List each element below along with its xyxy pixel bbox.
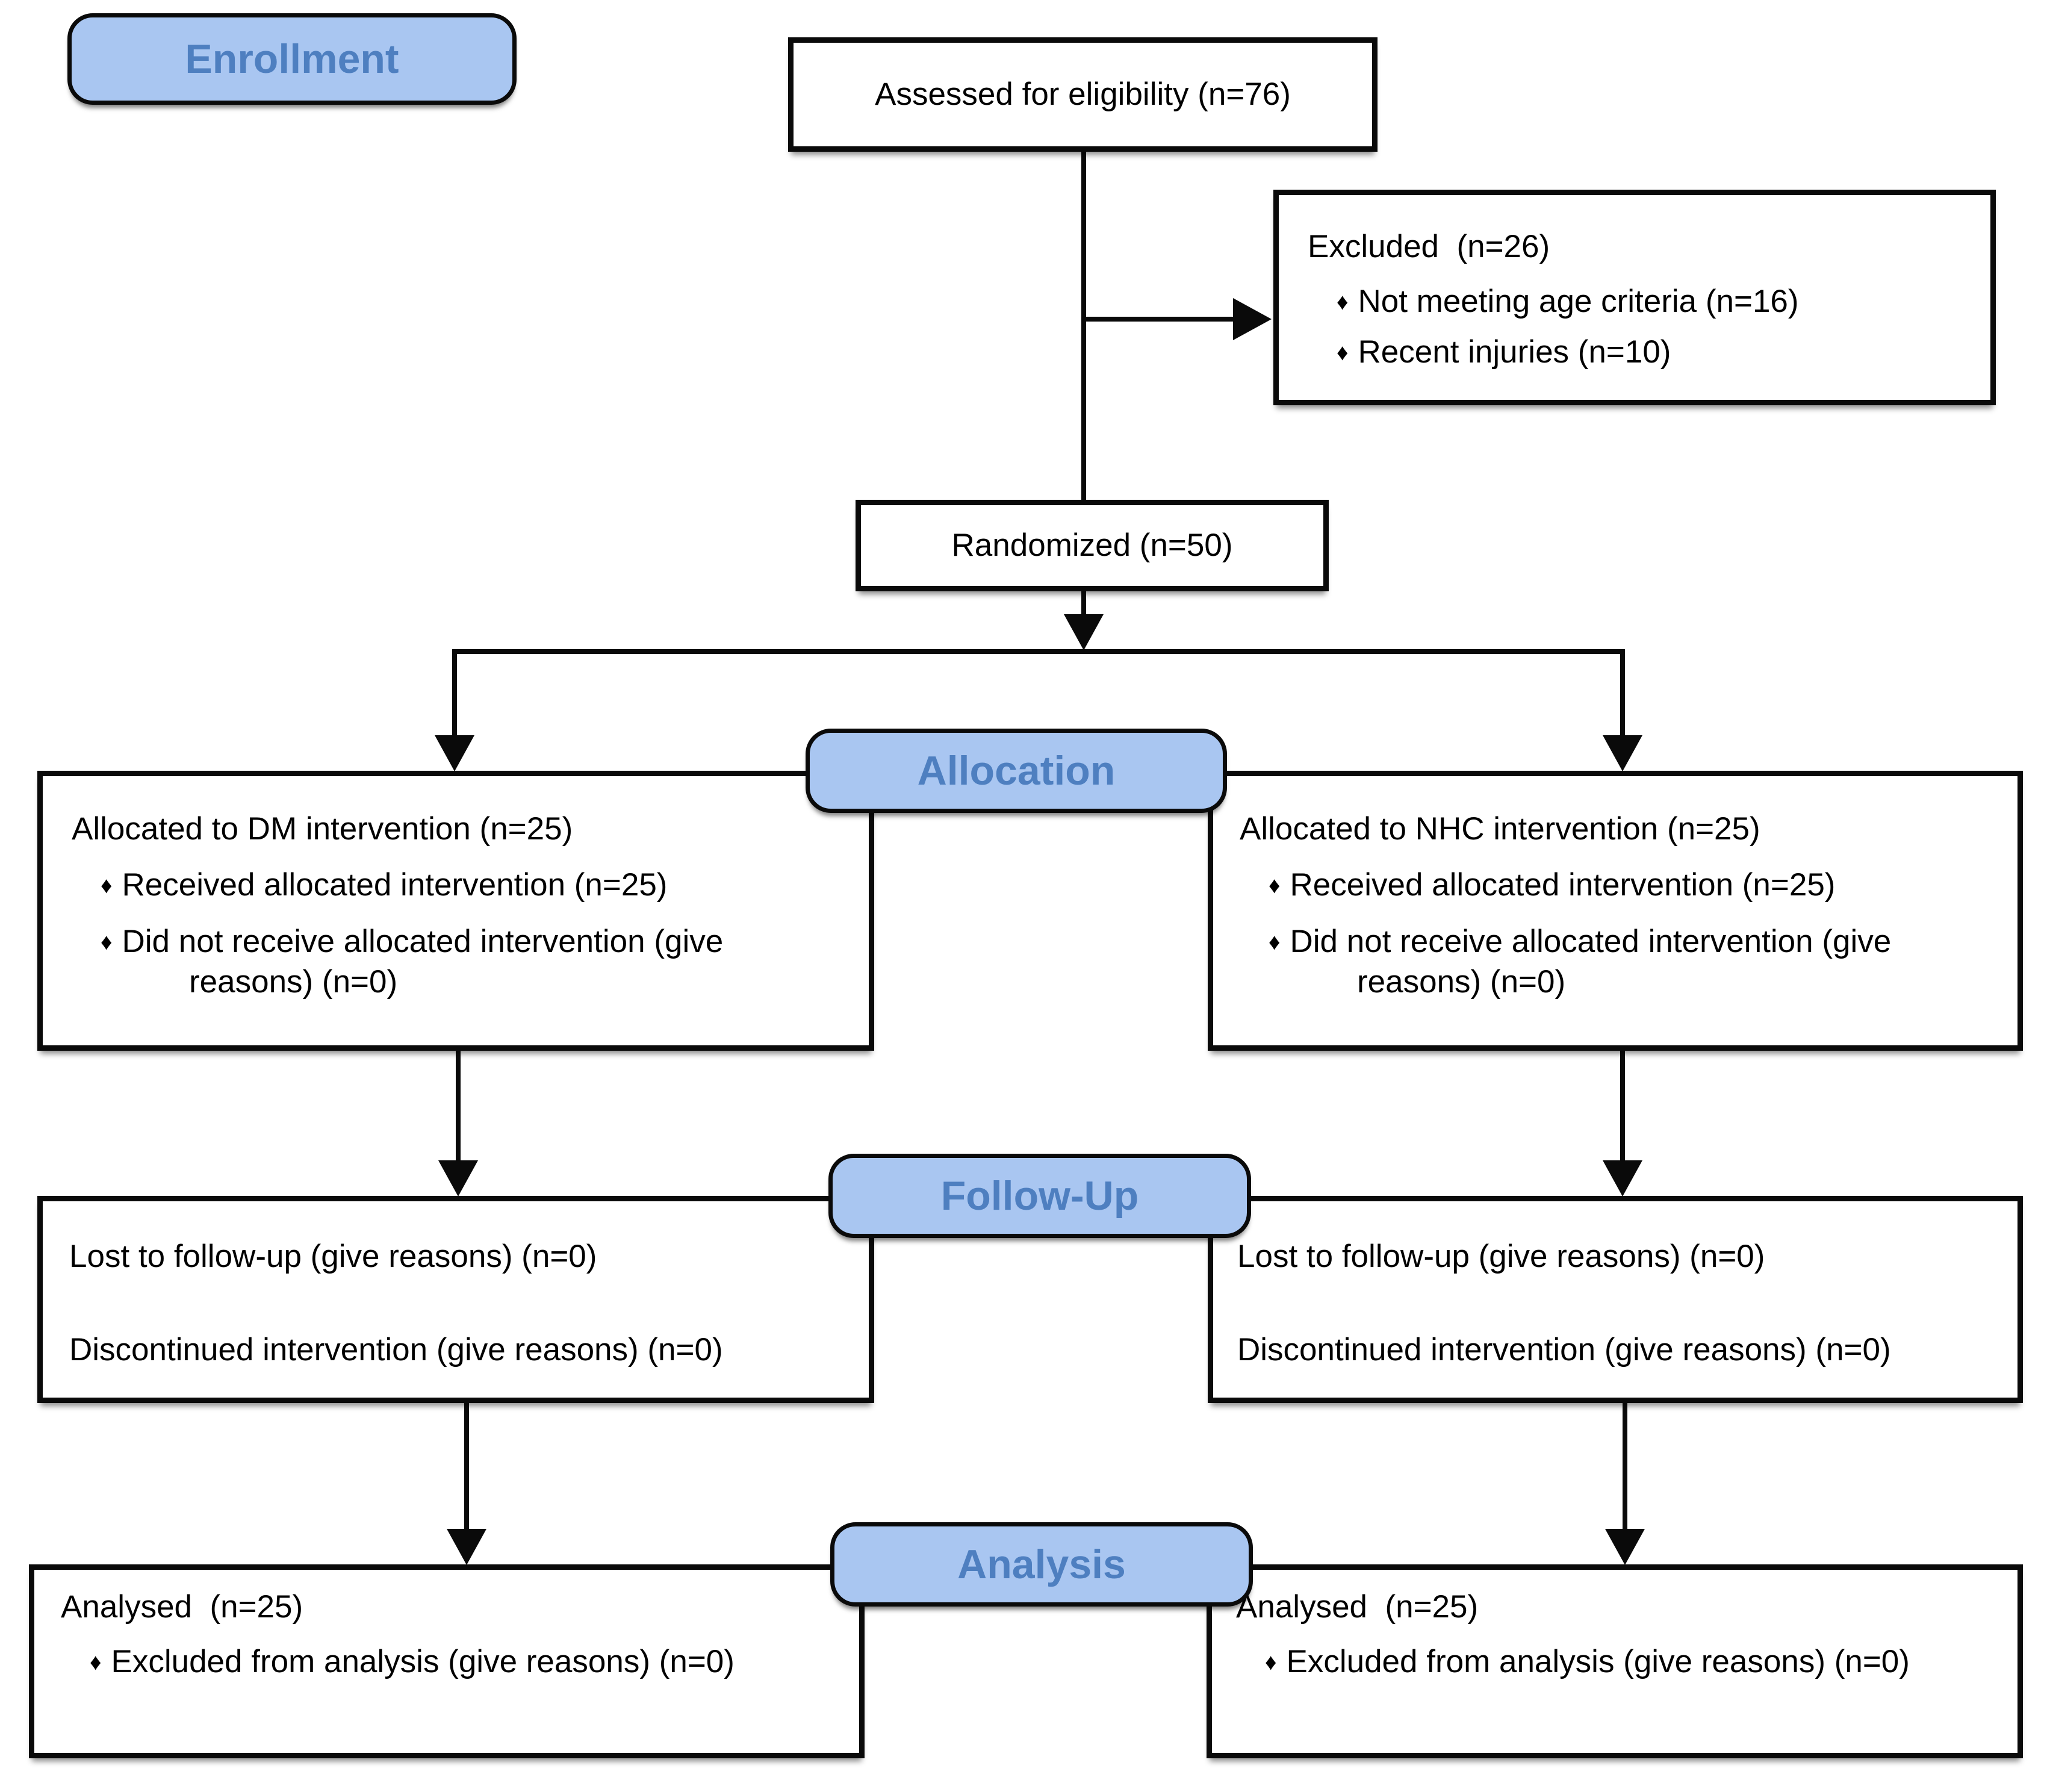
allocated-dm-bullet-text: Received allocated intervention (n=25): [122, 867, 668, 903]
connector-randomized-split: [1081, 591, 1086, 618]
connector-excluded-branch: [1084, 317, 1235, 322]
connector-split-horizontal: [452, 649, 1625, 654]
connector-followupleft-analysis: [464, 1403, 469, 1531]
bullet-diamond-icon: ♦: [90, 1649, 102, 1676]
list-item: ♦ Not meeting age criteria (n=16): [1308, 281, 1966, 322]
followup-discontinued-text: Discontinued intervention (give reasons)…: [69, 1332, 723, 1368]
bullet-diamond-icon: ♦: [1269, 873, 1281, 899]
bullet-diamond-icon: ♦: [1269, 929, 1281, 955]
analysed-title: Analysed (n=25): [1236, 1589, 1479, 1625]
enrollment-stage-label-text: Enrollment: [185, 36, 399, 82]
followup-stage-label-text: Follow-Up: [940, 1173, 1139, 1219]
bullet-diamond-icon: ♦: [1265, 1649, 1277, 1676]
bullet-diamond-icon: ♦: [101, 873, 113, 899]
allocation-stage-label: Allocation: [806, 729, 1227, 813]
randomized-text: Randomized (n=50): [951, 527, 1233, 564]
followup-discontinued-text: Discontinued intervention (give reasons)…: [1237, 1332, 1891, 1368]
allocated-dm-title: Allocated to DM intervention (n=25): [72, 811, 573, 847]
arrowhead-down-icon: [1603, 735, 1642, 771]
excluded-bullet-text: Not meeting age criteria (n=16): [1358, 284, 1799, 320]
followup-lost-text: Lost to follow-up (give reasons) (n=0): [1237, 1239, 1765, 1274]
list-item: ♦ Received allocated intervention (n=25): [72, 865, 856, 905]
connector-allocright-followup: [1620, 1051, 1625, 1161]
arrowhead-down-icon: [1064, 614, 1104, 650]
analysis-stage-label-text: Analysis: [957, 1542, 1126, 1587]
arrowhead-down-icon: [447, 1529, 486, 1565]
arrowhead-down-icon: [1605, 1529, 1645, 1565]
arrowhead-down-icon: [438, 1160, 478, 1196]
analysed-bullet-text: Excluded from analysis (give reasons) (n…: [111, 1644, 735, 1680]
allocated-nhc-bullet-text: Received allocated intervention (n=25): [1290, 867, 1836, 903]
allocated-nhc-title: Allocated to NHC intervention (n=25): [1240, 811, 1760, 847]
arrowhead-down-icon: [1603, 1160, 1642, 1196]
bullet-diamond-icon: ♦: [1337, 289, 1349, 316]
bullet-diamond-icon: ♦: [101, 929, 113, 955]
followup-stage-label: Follow-Up: [828, 1154, 1251, 1238]
followup-lost-text: Lost to follow-up (give reasons) (n=0): [69, 1239, 597, 1274]
connector-split-left: [452, 649, 457, 737]
allocated-dm-bullet-text: Did not receive allocated intervention (…: [122, 923, 724, 1000]
randomized-box: Randomized (n=50): [856, 500, 1329, 591]
allocated-nhc-box: Allocated to NHC intervention (n=25) ♦ Re…: [1208, 771, 2023, 1051]
bullet-diamond-icon: ♦: [1337, 339, 1349, 366]
analysis-stage-label: Analysis: [830, 1522, 1253, 1607]
connector-assessed-randomized: [1081, 151, 1086, 501]
connector-followupright-analysis: [1623, 1403, 1627, 1531]
allocated-nhc-bullet-text: Did not receive allocated intervention (…: [1290, 923, 1892, 1000]
analysed-bullet-text: Excluded from analysis (give reasons) (n…: [1286, 1644, 1910, 1680]
excluded-bullet-text: Recent injuries (n=10): [1358, 334, 1671, 370]
list-item: ♦ Received allocated intervention (n=25): [1240, 865, 2007, 905]
allocated-dm-box: Allocated to DM intervention (n=25) ♦ Rec…: [37, 771, 874, 1051]
allocation-stage-label-text: Allocation: [917, 748, 1116, 794]
connector-allocleft-followup: [456, 1051, 461, 1161]
arrowhead-right-icon: [1233, 298, 1272, 340]
arrowhead-down-icon: [435, 735, 474, 771]
excluded-box: Excluded (n=26) ♦ Not meeting age criteri…: [1273, 190, 1996, 405]
connector-split-right: [1620, 649, 1625, 737]
analysed-nhc-box: Analysed (n=25) ♦ Excluded from analysis …: [1207, 1564, 2023, 1758]
followup-nhc-box: Lost to follow-up (give reasons) (n=0) D…: [1208, 1196, 2023, 1403]
excluded-title: Excluded (n=26): [1308, 229, 1550, 264]
list-item: ♦ Excluded from analysis (give reasons) (…: [61, 1641, 846, 1682]
enrollment-stage-label: Enrollment: [67, 13, 517, 105]
assessed-for-eligibility-box: Assessed for eligibility (n=76): [788, 37, 1378, 152]
list-item: ♦ Recent injuries (n=10): [1308, 332, 1966, 372]
list-item: ♦ Did not receive allocated intervention …: [72, 921, 856, 1003]
analysed-dm-box: Analysed (n=25) ♦ Excluded from analysis …: [29, 1564, 865, 1758]
assessed-text: Assessed for eligibility (n=76): [875, 76, 1291, 113]
list-item: ♦ Excluded from analysis (give reasons) (…: [1236, 1641, 2007, 1682]
followup-dm-box: Lost to follow-up (give reasons) (n=0) D…: [37, 1196, 874, 1403]
list-item: ♦ Did not receive allocated intervention …: [1240, 921, 2007, 1003]
analysed-title: Analysed (n=25): [61, 1589, 303, 1625]
